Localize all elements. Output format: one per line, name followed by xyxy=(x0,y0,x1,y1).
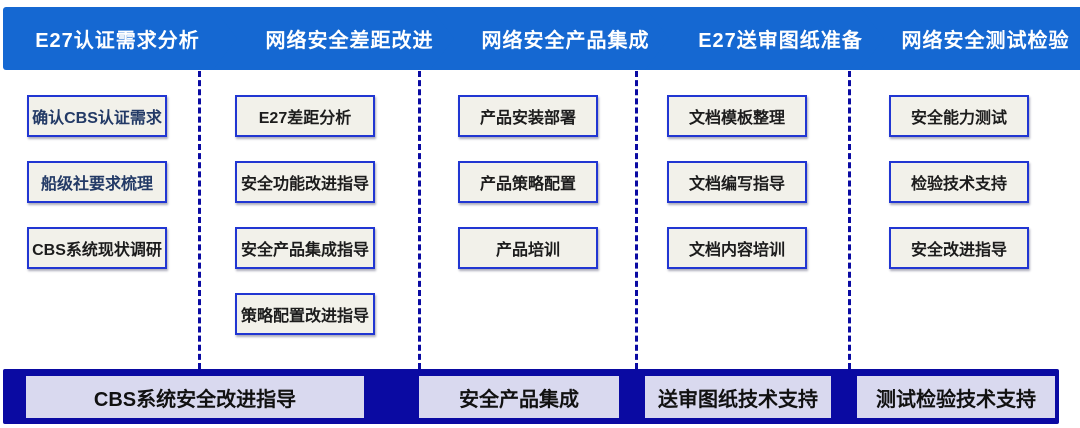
task-box: 安全产品集成指导 xyxy=(235,227,375,269)
task-box: 文档编写指导 xyxy=(667,161,807,203)
task-box: 安全能力测试 xyxy=(889,95,1029,137)
task-box: 产品培训 xyxy=(458,227,598,269)
phase-label: 网络安全产品集成 xyxy=(481,30,650,52)
footer-service-box: 送审图纸技术支持 xyxy=(645,376,831,418)
task-box: 安全功能改进指导 xyxy=(235,161,375,203)
column-divider xyxy=(418,71,421,369)
column-divider xyxy=(635,71,638,369)
task-box: 文档模板整理 xyxy=(667,95,807,137)
task-box: 产品策略配置 xyxy=(458,161,598,203)
column-divider xyxy=(848,71,851,369)
task-box: 检验技术支持 xyxy=(889,161,1029,203)
phase-arrow-5: 网络安全测试检验 xyxy=(860,7,1080,70)
footer-service-box: 安全产品集成 xyxy=(419,376,619,418)
footer-service-box: CBS系统安全改进指导 xyxy=(26,376,364,418)
phase-label: E27认证需求分析 xyxy=(35,30,200,52)
phase-label: 网络安全测试检验 xyxy=(901,30,1070,52)
footer-service-box: 测试检验技术支持 xyxy=(857,376,1055,418)
task-box: 文档内容培训 xyxy=(667,227,807,269)
phase-label: E27送审图纸准备 xyxy=(698,30,863,52)
task-box: 策略配置改进指导 xyxy=(235,293,375,335)
task-box: CBS系统现状调研 xyxy=(27,227,167,269)
task-box: 船级社要求梳理 xyxy=(27,161,167,203)
task-box: 产品安装部署 xyxy=(458,95,598,137)
task-box: E27差距分析 xyxy=(235,95,375,137)
column-divider xyxy=(198,71,201,369)
phase-arrow-1: E27认证需求分析 xyxy=(3,7,254,70)
task-box: 确认CBS认证需求 xyxy=(27,95,167,137)
task-box: 安全改进指导 xyxy=(889,227,1029,269)
phase-label: 网络安全差距改进 xyxy=(265,30,434,52)
